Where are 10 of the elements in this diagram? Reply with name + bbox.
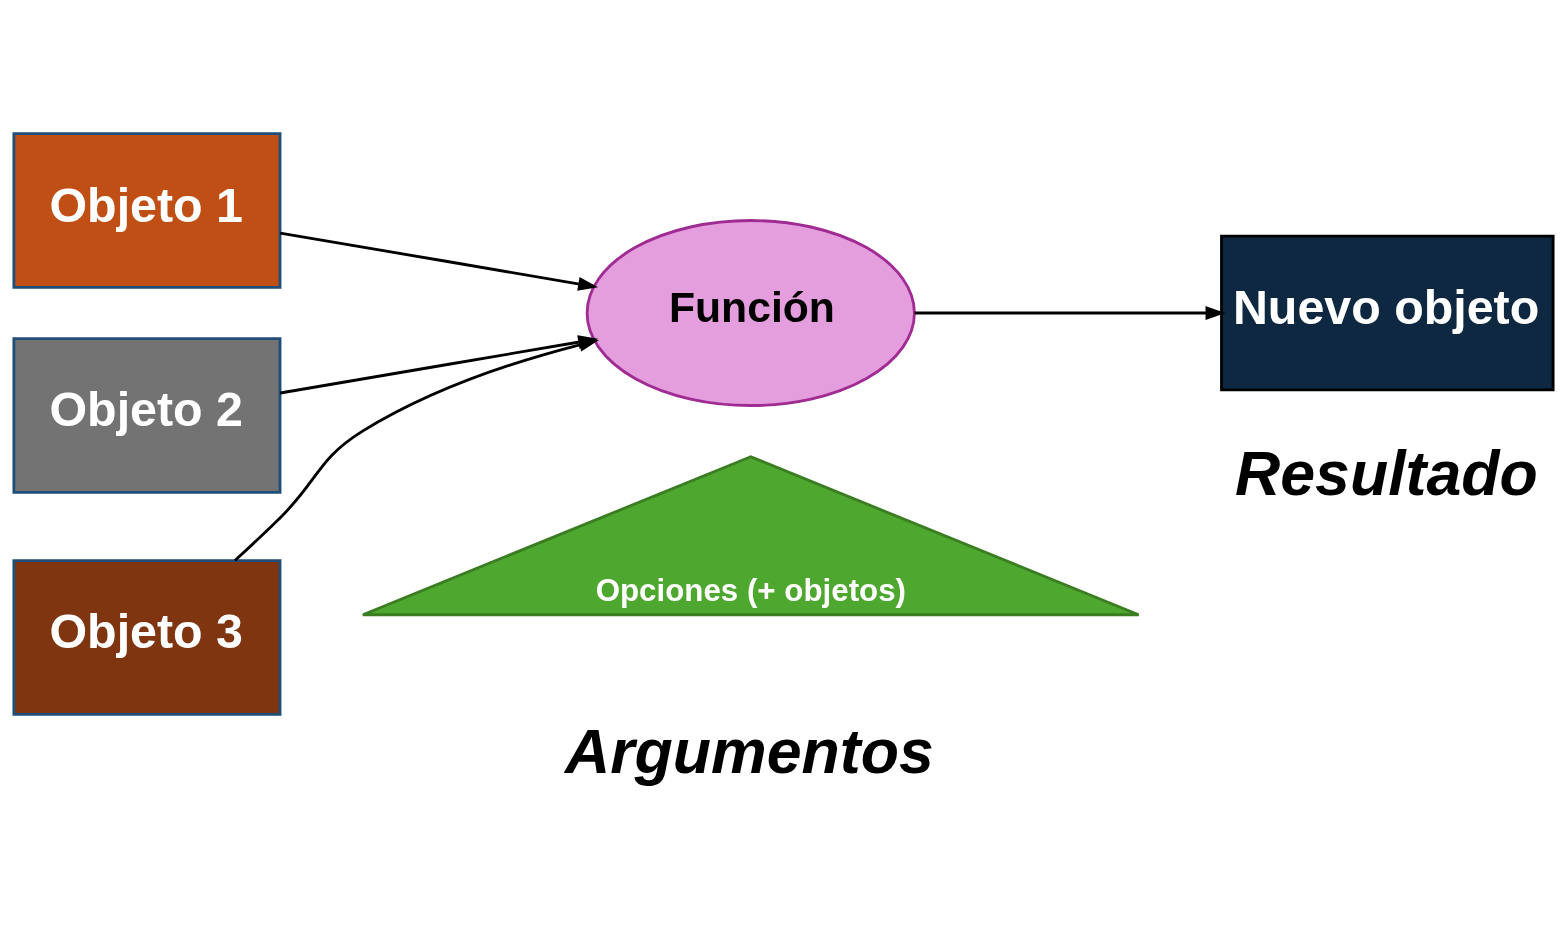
node-box: Objeto 2 [12,336,282,494]
node-box: Nuevo objeto [1220,234,1555,391]
node-ellipse: Función [585,218,916,407]
label: Argumentos [565,715,934,786]
arrow [914,305,1226,320]
node-box: Objeto 3 [12,558,282,716]
label: Resultado [1235,437,1538,508]
arrow [233,337,599,562]
arrow [280,231,599,291]
node-box: Objeto 1 [12,131,282,289]
